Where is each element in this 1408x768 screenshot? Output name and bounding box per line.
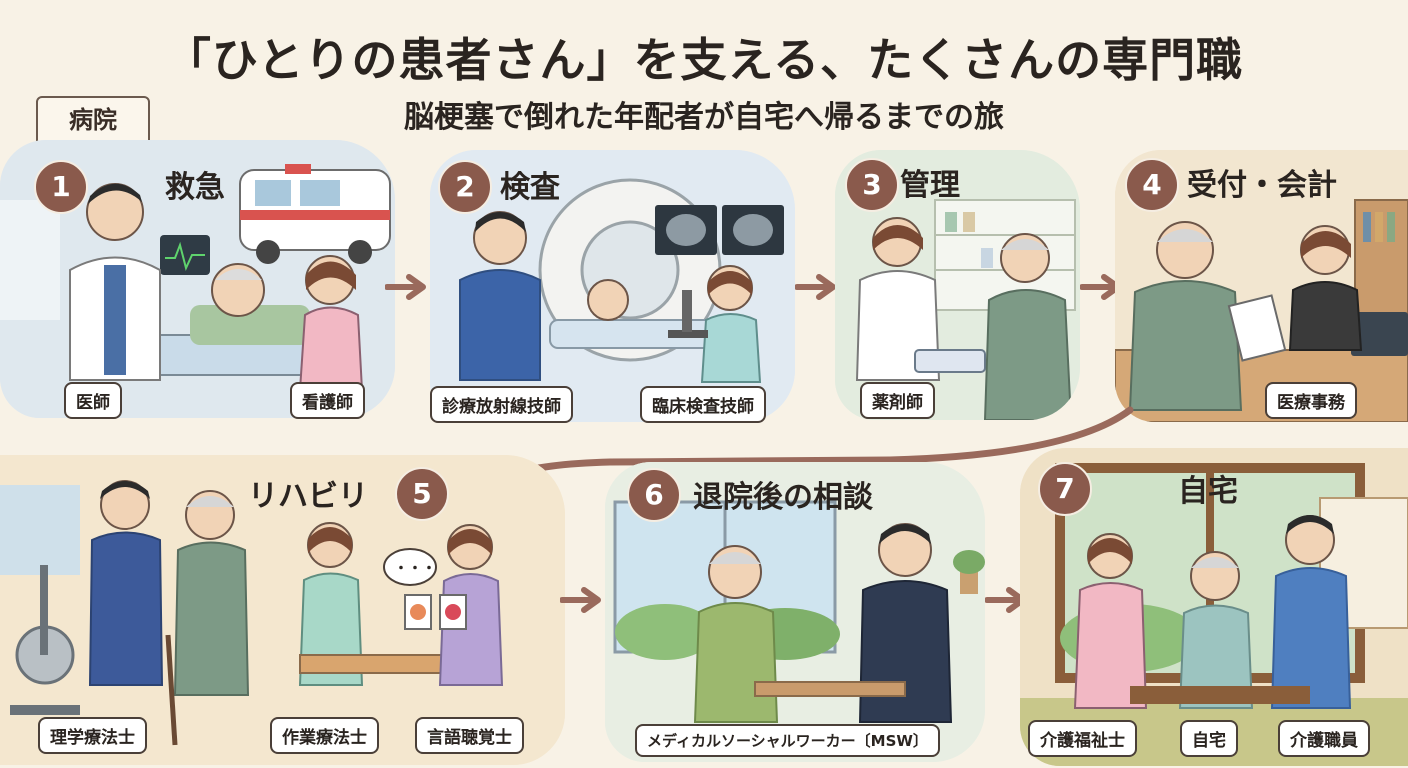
scene-rehabilitation-background — [0, 455, 565, 765]
scene-emergency-background — [0, 140, 395, 418]
label-care-staff: 介護職員 — [1278, 720, 1370, 757]
scene-5-number: 5 — [395, 467, 449, 521]
exercise-bike-icon — [10, 565, 80, 715]
scene-examination-background — [430, 150, 795, 422]
scene-consultation-background — [605, 462, 985, 762]
label-pharmacist: 薬剤師 — [860, 382, 935, 419]
scene-2-title: 検査 — [500, 170, 560, 205]
label-speech-therapist: 言語聴覚士 — [415, 717, 524, 754]
label-medical-clerk: 医療事務 — [1265, 382, 1357, 419]
speech-bubble-text: ・・・ — [394, 561, 436, 577]
label-radiological-technologist: 診療放射線技師 — [430, 386, 573, 423]
arrow-1-to-2 — [385, 274, 426, 300]
scene-emergency: 1 救急 医師 看護師 — [0, 140, 395, 419]
label-nurse: 看護師 — [290, 382, 365, 419]
scene-home: 7 自宅 介護福祉士 自宅 介護職員 — [1020, 448, 1408, 766]
examination-illustration — [430, 150, 795, 422]
scene-3-number: 3 — [845, 158, 899, 212]
label-doctor: 医師 — [64, 382, 122, 419]
scene-rehabilitation: リハビリ 5 ・・・ 理学療法士 作業療法士 言語聴覚士 — [0, 455, 565, 765]
label-occupational-therapist: 作業療法士 — [270, 717, 379, 754]
scene-4-title: 受付・会計 — [1187, 168, 1337, 203]
page-subtitle: 脳梗塞で倒れた年配者が自宅へ帰るまでの旅 — [404, 100, 1004, 135]
ambulance-icon — [239, 164, 391, 264]
scene-1-title: 救急 — [165, 170, 225, 205]
scene-7-number: 7 — [1038, 462, 1092, 516]
scene-6-title: 退院後の相談 — [693, 480, 873, 515]
label-home: 自宅 — [1180, 720, 1238, 757]
management-illustration — [835, 150, 1080, 420]
page-title: 「ひとりの患者さん」を支える、たくさんの専門職 — [164, 33, 1244, 87]
label-physical-therapist: 理学療法士 — [38, 717, 147, 754]
scene-3-title: 管理 — [900, 168, 960, 203]
scene-6-number: 6 — [627, 468, 681, 522]
scene-management: 3 管理 薬剤師 — [835, 150, 1080, 420]
label-medical-social-worker: メディカルソーシャルワーカー〔MSW〕 — [635, 724, 940, 757]
scene-4-number: 4 — [1125, 158, 1179, 212]
arrow-5-to-6 — [560, 587, 601, 613]
rehabilitation-illustration — [0, 455, 565, 765]
home-illustration — [1020, 448, 1408, 766]
scene-7-title: 自宅 — [1178, 474, 1238, 509]
label-certified-care-worker: 介護福祉士 — [1028, 720, 1137, 757]
scene-reception: 4 受付・会計 医療事務 — [1115, 150, 1408, 422]
scene-consultation: 6 退院後の相談 メディカルソーシャルワーカー〔MSW〕 — [605, 462, 985, 762]
consultation-illustration — [605, 462, 985, 762]
scene-management-background — [835, 150, 1080, 420]
label-clinical-lab-technician: 臨床検査技師 — [640, 386, 766, 423]
scene-5-title: リハビリ — [248, 479, 368, 514]
hospital-tag: 病院 — [36, 96, 150, 146]
scene-1-number: 1 — [34, 160, 88, 214]
scene-2-number: 2 — [438, 160, 492, 214]
arrow-2-to-3 — [795, 274, 836, 300]
scene-examination: 2 検査 診療放射線技師 臨床検査技師 — [430, 150, 795, 423]
